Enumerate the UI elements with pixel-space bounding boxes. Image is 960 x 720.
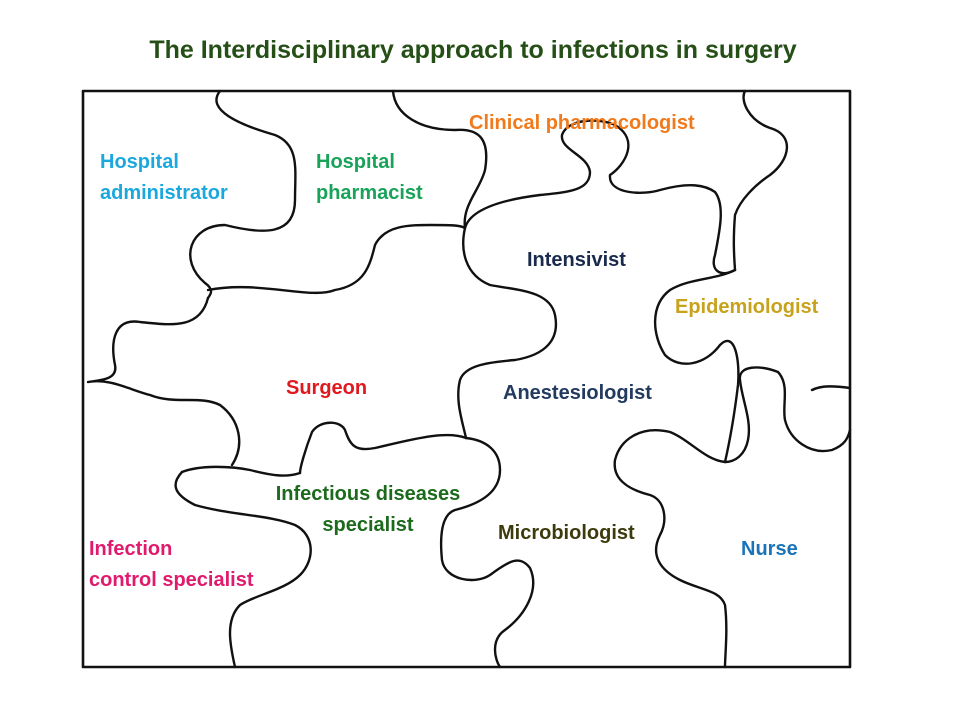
puzzle-seam-pharmacologist [463, 119, 737, 275]
puzzle-seam-surgeon-anestesiologist [298, 421, 468, 475]
puzzle-seam-pharmacist-surgeon [206, 223, 467, 295]
puzzle-border [81, 89, 852, 669]
label-surgeon: Surgeon [286, 377, 368, 399]
label-infectious-diseases-specialist: Infectious diseases specialist [275, 483, 461, 536]
label-clinical-pharmacologist: Clinical pharmacologist [469, 112, 695, 134]
puzzle-seam-anestesiologist-nurse [613, 429, 728, 669]
puzzle-seam-intensivist-anestesiologist [457, 226, 558, 440]
label-anestesiologist: Anestesiologist [503, 382, 652, 404]
puzzle-seam-admin-surgeon [86, 296, 241, 467]
label-nurse: Nurse [741, 538, 798, 560]
puzzle-seam-infectious-microbiologist [439, 436, 535, 669]
puzzle-seam-intensivist-epidemiologist [653, 268, 740, 464]
puzzle-seam-infection-control [174, 470, 312, 669]
puzzle-seam-epidemiologist-nurse [723, 366, 852, 464]
label-hospital-administrator: Hospital administrator [100, 151, 228, 204]
puzzle-seam-surgeon-infectious [180, 465, 302, 477]
puzzle-seam-pharmacist-right [391, 89, 488, 230]
label-intensivist: Intensivist [527, 249, 626, 271]
label-microbiologist: Microbiologist [498, 522, 635, 544]
label-infection-control-specialist: Infection control specialist [89, 538, 254, 591]
label-epidemiologist: Epidemiologist [675, 296, 819, 318]
label-hospital-pharmacist: Hospital pharmacist [316, 151, 423, 204]
puzzle-seam-admin-pharmacist [189, 89, 297, 300]
puzzle-seam-pharmacologist-top [732, 89, 789, 272]
puzzle-seam-epidemiologist-edge [810, 385, 852, 392]
page-title: The Interdisciplinary approach to infect… [149, 36, 797, 64]
